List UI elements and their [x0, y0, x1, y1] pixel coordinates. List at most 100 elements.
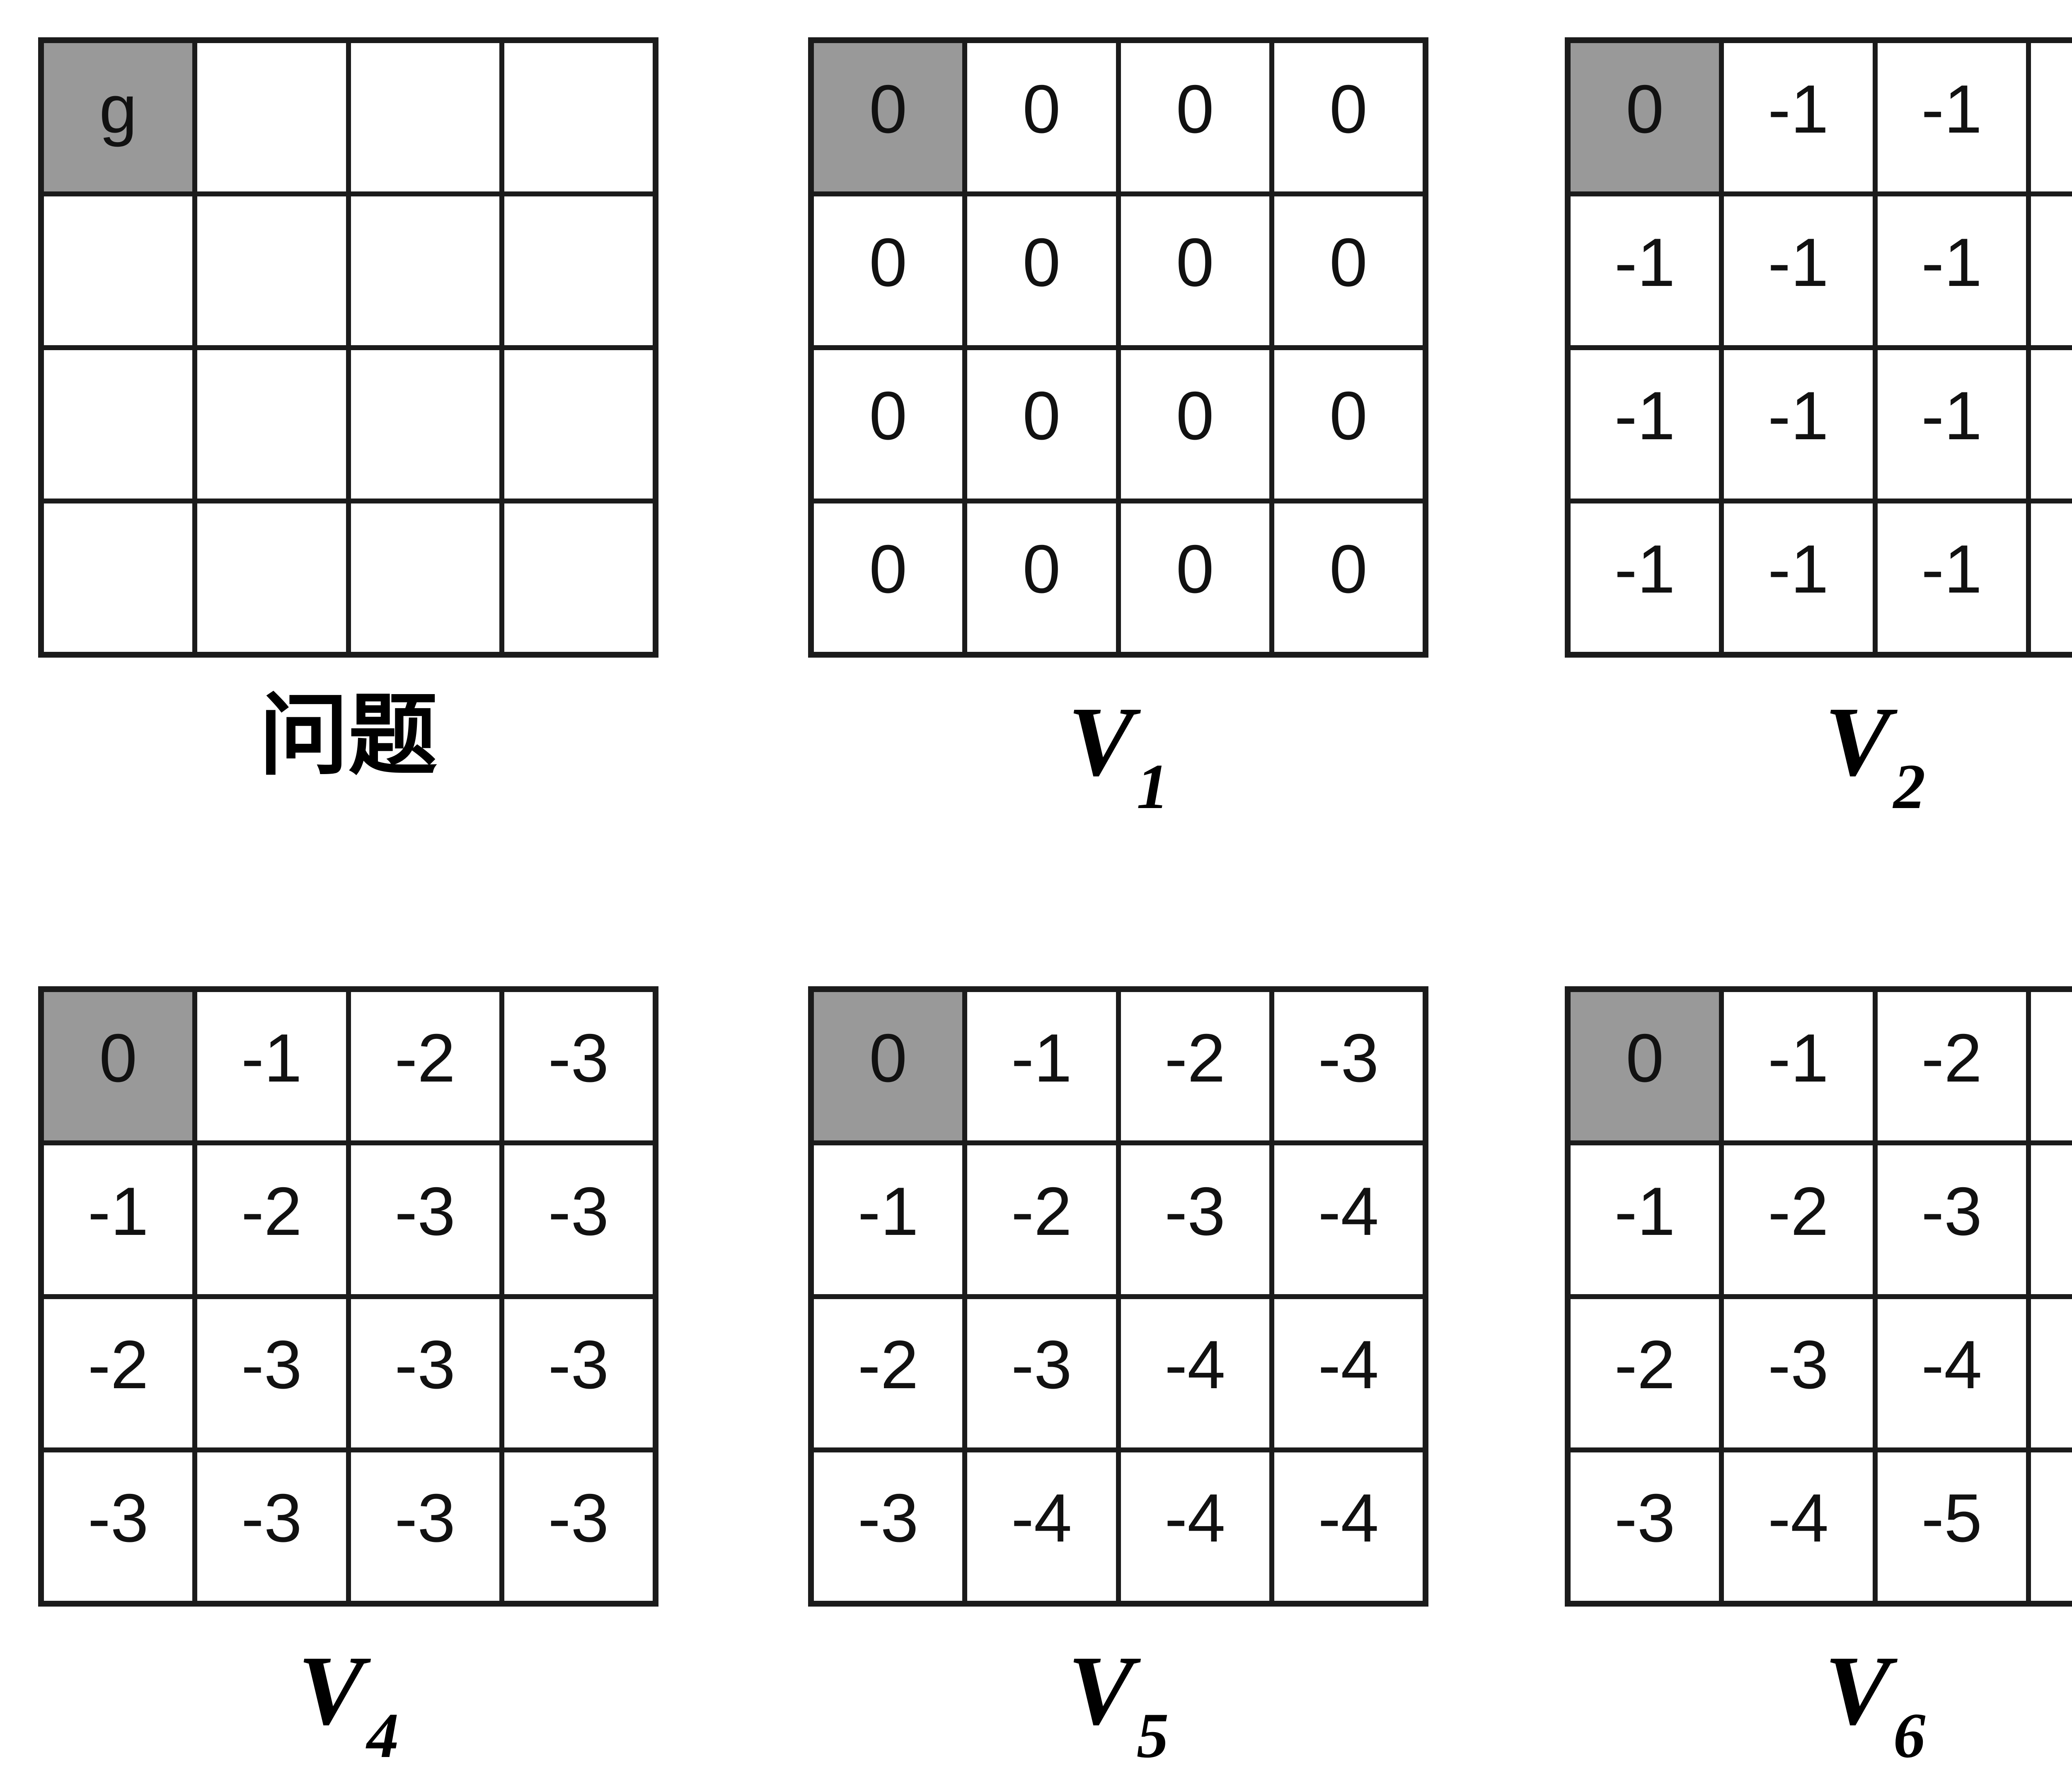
caption-subscript: 1 — [1136, 751, 1169, 822]
grid-caption: V2 — [1565, 687, 2072, 865]
caption-symbol: V — [1824, 1635, 1891, 1745]
grid-block-V5: 0-1-2-3-1-2-3-4-2-3-4-4-3-4-4-4 V5 — [808, 986, 1428, 1774]
goal-cell: 0 — [811, 41, 965, 194]
grid-cell: 0 — [965, 501, 1118, 654]
grid-cell: -3 — [501, 1143, 655, 1297]
gridworld-V4: 0-1-2-3-1-2-3-3-2-3-3-3-3-3-3-3 — [38, 986, 658, 1607]
grid-cell: -1 — [2028, 347, 2072, 501]
grid-cell: -1 — [2028, 41, 2072, 194]
grid-cell: 0 — [811, 347, 965, 501]
grid-cell: -2 — [811, 1296, 965, 1450]
grid-cell — [348, 347, 502, 501]
grid-block-V4: 0-1-2-3-1-2-3-3-2-3-3-3-3-3-3-3 V4 — [38, 986, 658, 1774]
grid-cell: -1 — [41, 1143, 195, 1297]
goal-cell: g — [41, 41, 195, 194]
grid-cell: -3 — [195, 1450, 349, 1603]
grid-cell: -2 — [41, 1296, 195, 1450]
grid-cell: -3 — [1118, 1143, 1272, 1297]
goal-cell: 0 — [1568, 41, 1722, 194]
grid-cell: -3 — [501, 1450, 655, 1603]
grid-cell: 0 — [811, 194, 965, 348]
grid-cell: -3 — [348, 1450, 502, 1603]
grid-cell: -2 — [348, 990, 502, 1143]
grid-cell: -3 — [501, 1296, 655, 1450]
grid-cell: -2 — [965, 1143, 1118, 1297]
grid-cell: -1 — [1875, 41, 2028, 194]
grid-cell: -3 — [348, 1143, 502, 1297]
grid-cell — [501, 194, 655, 348]
grid-cell — [41, 194, 195, 348]
grid-cell: -4 — [2028, 1143, 2072, 1297]
grid-cell: 0 — [1271, 41, 1425, 194]
grid-cell: 0 — [1118, 347, 1272, 501]
caption-symbol: V — [1067, 686, 1134, 796]
grid-cell — [348, 41, 502, 194]
caption-text: 问题 — [259, 683, 438, 787]
grid-cell: -1 — [1721, 194, 1875, 348]
goal-cell: 0 — [1568, 990, 1722, 1143]
grid-cell: -4 — [1118, 1296, 1272, 1450]
grid-cell: -3 — [1875, 1143, 2028, 1297]
grid-cell: 0 — [1118, 501, 1272, 654]
grid-cell — [501, 501, 655, 654]
grid-cell: -1 — [965, 990, 1118, 1143]
grid-cell: -3 — [2028, 990, 2072, 1143]
gridworld-V6: 0-1-2-3-1-2-3-4-2-3-4-5-3-4-5-5 — [1565, 986, 2072, 1607]
grid-cell — [501, 41, 655, 194]
grid-block-V2: 0-1-1-1-1-1-1-1-1-1-1-1-1-1-1-1 V2 — [1565, 37, 2072, 865]
caption-symbol: V — [1067, 1635, 1134, 1745]
grid-cell: -3 — [965, 1296, 1118, 1450]
grid-cell: -5 — [2028, 1450, 2072, 1603]
grid-cell: -1 — [1568, 501, 1722, 654]
caption-subscript: 5 — [1136, 1700, 1169, 1771]
grid-block-V6: 0-1-2-3-1-2-3-4-2-3-4-5-3-4-5-5 V6 — [1565, 986, 2072, 1774]
grid-cell: -1 — [1568, 194, 1722, 348]
grid-cell — [195, 194, 349, 348]
grid-cell: -1 — [1568, 1143, 1722, 1297]
grid-cell: -2 — [195, 1143, 349, 1297]
gridworld-V5: 0-1-2-3-1-2-3-4-2-3-4-4-3-4-4-4 — [808, 986, 1428, 1607]
grid-cell — [41, 501, 195, 654]
grid-cell: -2 — [1118, 990, 1272, 1143]
goal-cell: 0 — [811, 990, 965, 1143]
grid-cell: -3 — [1568, 1450, 1722, 1603]
grid-cell: -4 — [1875, 1296, 2028, 1450]
grid-cell: -2 — [1721, 1143, 1875, 1297]
grid-cell: -1 — [1568, 347, 1722, 501]
grid-cell: 0 — [965, 194, 1118, 348]
grid-cell: -3 — [1721, 1296, 1875, 1450]
grid-cell: -1 — [1721, 501, 1875, 654]
grid-cell: -3 — [195, 1296, 349, 1450]
caption-subscript: 6 — [1893, 1700, 1926, 1771]
grid-cell: -4 — [1271, 1143, 1425, 1297]
grid-cell — [348, 194, 502, 348]
grid-cell: -5 — [1875, 1450, 2028, 1603]
grid-cell: 0 — [1271, 501, 1425, 654]
grid-cell: -1 — [2028, 501, 2072, 654]
caption-subscript: 4 — [366, 1700, 399, 1771]
grid-cell: -2 — [1875, 990, 2028, 1143]
grid-cell: -3 — [501, 990, 655, 1143]
grid-cell — [501, 347, 655, 501]
grid-cell: -4 — [1721, 1450, 1875, 1603]
grid-cell: -1 — [1721, 990, 1875, 1143]
grid-caption: V6 — [1565, 1636, 2072, 1774]
grid-cell: 0 — [1271, 347, 1425, 501]
grid-cell: -1 — [1875, 194, 2028, 348]
grid-cell: 0 — [1118, 194, 1272, 348]
grid-caption: V5 — [808, 1636, 1428, 1774]
grid-cell: -1 — [811, 1143, 965, 1297]
grid-cell: -4 — [1271, 1450, 1425, 1603]
grid-block-problem: g 问题 — [38, 37, 658, 865]
grid-cell — [195, 41, 349, 194]
grid-caption: V4 — [38, 1636, 658, 1774]
grid-cell: 0 — [811, 501, 965, 654]
grid-cell — [195, 501, 349, 654]
grid-cell: -3 — [41, 1450, 195, 1603]
grid-cell: -1 — [195, 990, 349, 1143]
grid-cell: 0 — [965, 347, 1118, 501]
grid-cell: 0 — [965, 41, 1118, 194]
